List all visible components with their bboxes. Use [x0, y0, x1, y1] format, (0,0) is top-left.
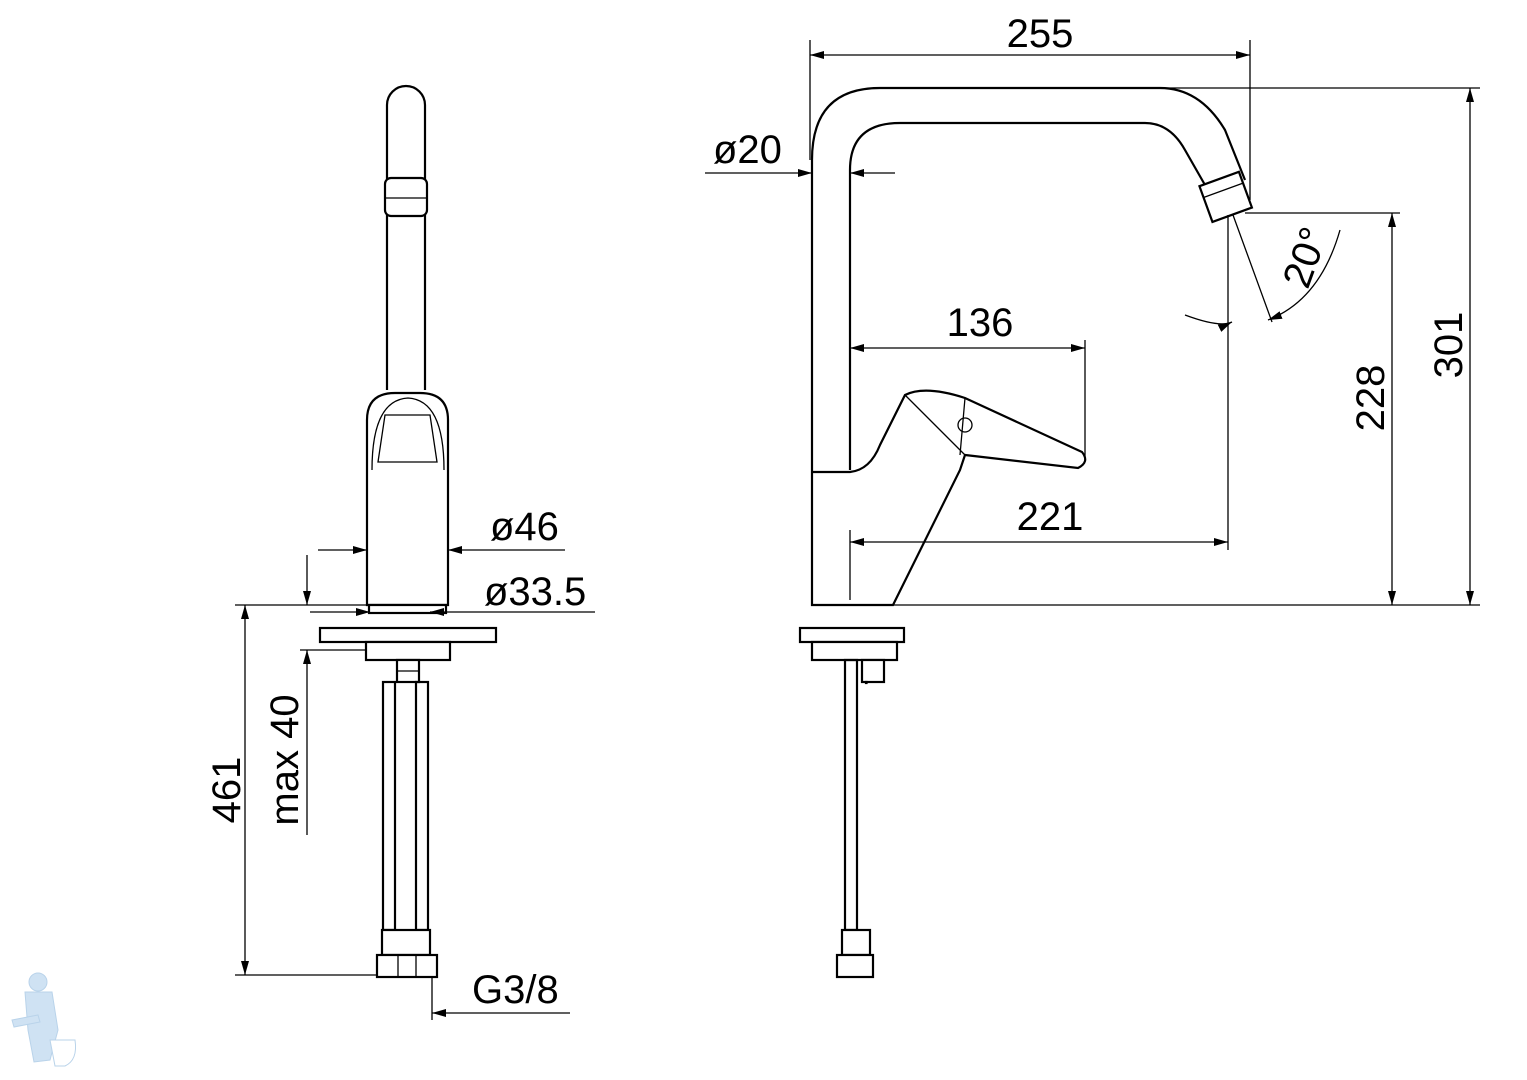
- dim-hose-length: 461: [205, 757, 249, 824]
- dim-spout-angle: 20°: [1275, 222, 1337, 294]
- dim-spout-reach: 255: [1007, 12, 1074, 56]
- dim-outlet-height: 228: [1349, 365, 1393, 432]
- front-view-dimensions: [235, 546, 595, 1020]
- side-view-dimensions: [705, 40, 1480, 606]
- dim-outlet-reach: 221: [1017, 495, 1084, 539]
- dim-total-height: 301: [1427, 312, 1471, 379]
- dim-handle-reach: 136: [947, 301, 1014, 345]
- dim-tube-diameter: ø20: [713, 128, 782, 172]
- dim-body-diameter: ø46: [490, 505, 559, 549]
- side-view-faucet: [798, 86, 1254, 979]
- plumber-watermark-logo: [11, 972, 76, 1067]
- dim-base-diameter: ø33.5: [484, 570, 586, 614]
- dim-connection-thread: G3/8: [472, 968, 559, 1012]
- dim-max-deck-thickness: max 40: [263, 694, 307, 825]
- front-view-faucet: [318, 84, 498, 979]
